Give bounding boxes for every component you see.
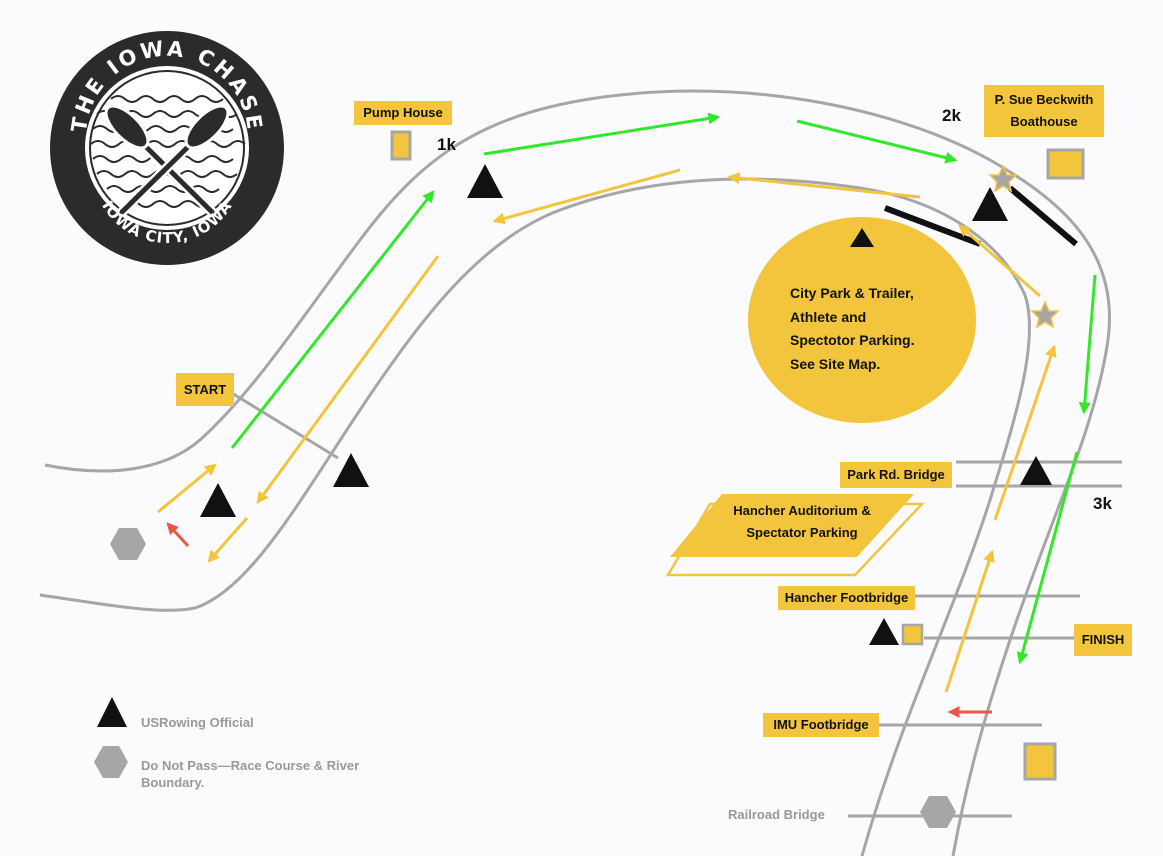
crossed-oars-icon — [104, 104, 230, 217]
imu-footbridge-label: IMU Footbridge — [763, 713, 879, 737]
boathouse-label-line1: P. Sue Beckwith — [994, 92, 1094, 107]
pump-house-label: Pump House — [354, 101, 452, 125]
city-park-label: City Park & Trailer, Athlete and Spectot… — [790, 282, 950, 376]
official-marker-icon — [333, 453, 369, 487]
boathouse-label: P. Sue Beckwith Boathouse — [984, 85, 1104, 137]
river-bank-inner — [39, 177, 1032, 856]
traffic-arrow-2 — [207, 517, 249, 563]
race-arrow-3 — [796, 119, 958, 164]
caution-arrow-1 — [166, 522, 190, 548]
park-official-icon — [850, 228, 874, 247]
start-label-text: START — [183, 381, 227, 397]
star-icon — [1030, 300, 1060, 329]
traffic-arrow-5 — [727, 172, 921, 199]
hancher-auditorium-line1: Hancher Auditorium & — [733, 503, 871, 518]
city-park-area — [748, 217, 976, 423]
hancher-auditorium-line2: Spectator Parking — [746, 525, 858, 540]
river-bank-outer — [44, 89, 1111, 856]
iowa-chase-logo: THE IOWA CHASE IOWA CITY, IOWA — [50, 31, 284, 265]
official-marker-icon — [200, 483, 236, 517]
city-park-line4: See Site Map. — [790, 355, 881, 372]
legend-no-pass-line1: Do Not Pass—Race Course & River — [141, 758, 360, 773]
city-park-line3: Spectotor Parking. — [790, 332, 915, 348]
traffic-arrow-1 — [256, 255, 440, 504]
legend-no-pass-text: Do Not Pass—Race Course & River Boundary… — [141, 757, 381, 791]
race-arrow-2 — [483, 112, 721, 156]
hancher-auditorium-label: Hancher Auditorium & Spectator Parking — [712, 500, 892, 544]
park-rd-bridge-label: Park Rd. Bridge — [840, 462, 952, 488]
finish-label: FINISH — [1074, 624, 1132, 656]
marker-2k: 2k — [942, 106, 961, 125]
imu-footbridge-label-text: IMU Footbridge — [773, 717, 869, 732]
official-marker-icon — [1020, 456, 1052, 485]
traffic-arrow-3 — [157, 463, 217, 514]
legend-boundary-icon — [94, 746, 128, 778]
boundary-hexagon-icon — [920, 796, 956, 828]
legend-official-icon — [97, 697, 127, 727]
traffic-arrow-8 — [944, 549, 995, 693]
pump-house-label-text: Pump House — [363, 105, 443, 120]
traffic-arrow-4 — [492, 168, 681, 225]
legend-no-pass-line2: Boundary. — [141, 775, 205, 790]
marker-1k: 1k — [437, 135, 456, 154]
marker-3k: 3k — [1093, 494, 1112, 513]
start-line — [229, 390, 339, 460]
race-arrow-1 — [230, 190, 435, 449]
pump-house-building — [390, 130, 412, 161]
finish-tower-building — [901, 623, 924, 646]
hancher-footbridge-label-text: Hancher Footbridge — [784, 590, 909, 605]
race-arrow-4 — [1078, 274, 1097, 415]
traffic-arrow-6 — [958, 224, 1041, 298]
dock-barrier-2 — [1008, 185, 1078, 247]
official-marker-icon — [972, 187, 1008, 221]
official-marker-icon — [869, 618, 899, 645]
city-park-line1: City Park & Trailer, — [790, 285, 914, 301]
imu-building — [1023, 742, 1057, 781]
official-marker-icon — [467, 164, 503, 198]
legend-official-text: USRowing Official — [141, 715, 254, 730]
railroad-bridge-label: Railroad Bridge — [728, 807, 825, 822]
race-arrow-5 — [1016, 451, 1079, 665]
finish-label-text: FINISH — [1081, 632, 1125, 647]
boathouse-building — [1046, 148, 1085, 180]
boathouse-label-line2: Boathouse — [1010, 114, 1078, 129]
boundary-hexagon-icon — [110, 528, 146, 560]
traffic-arrow-7 — [993, 344, 1057, 521]
city-park-line2: Athlete and — [790, 308, 867, 325]
star-icon — [988, 164, 1018, 193]
hancher-area — [670, 494, 914, 557]
park-rd-bridge-label-text: Park Rd. Bridge — [847, 467, 945, 482]
hancher-footbridge-label: Hancher Footbridge — [778, 586, 915, 610]
dock-barrier-1 — [883, 205, 982, 247]
start-label: START — [176, 373, 234, 406]
